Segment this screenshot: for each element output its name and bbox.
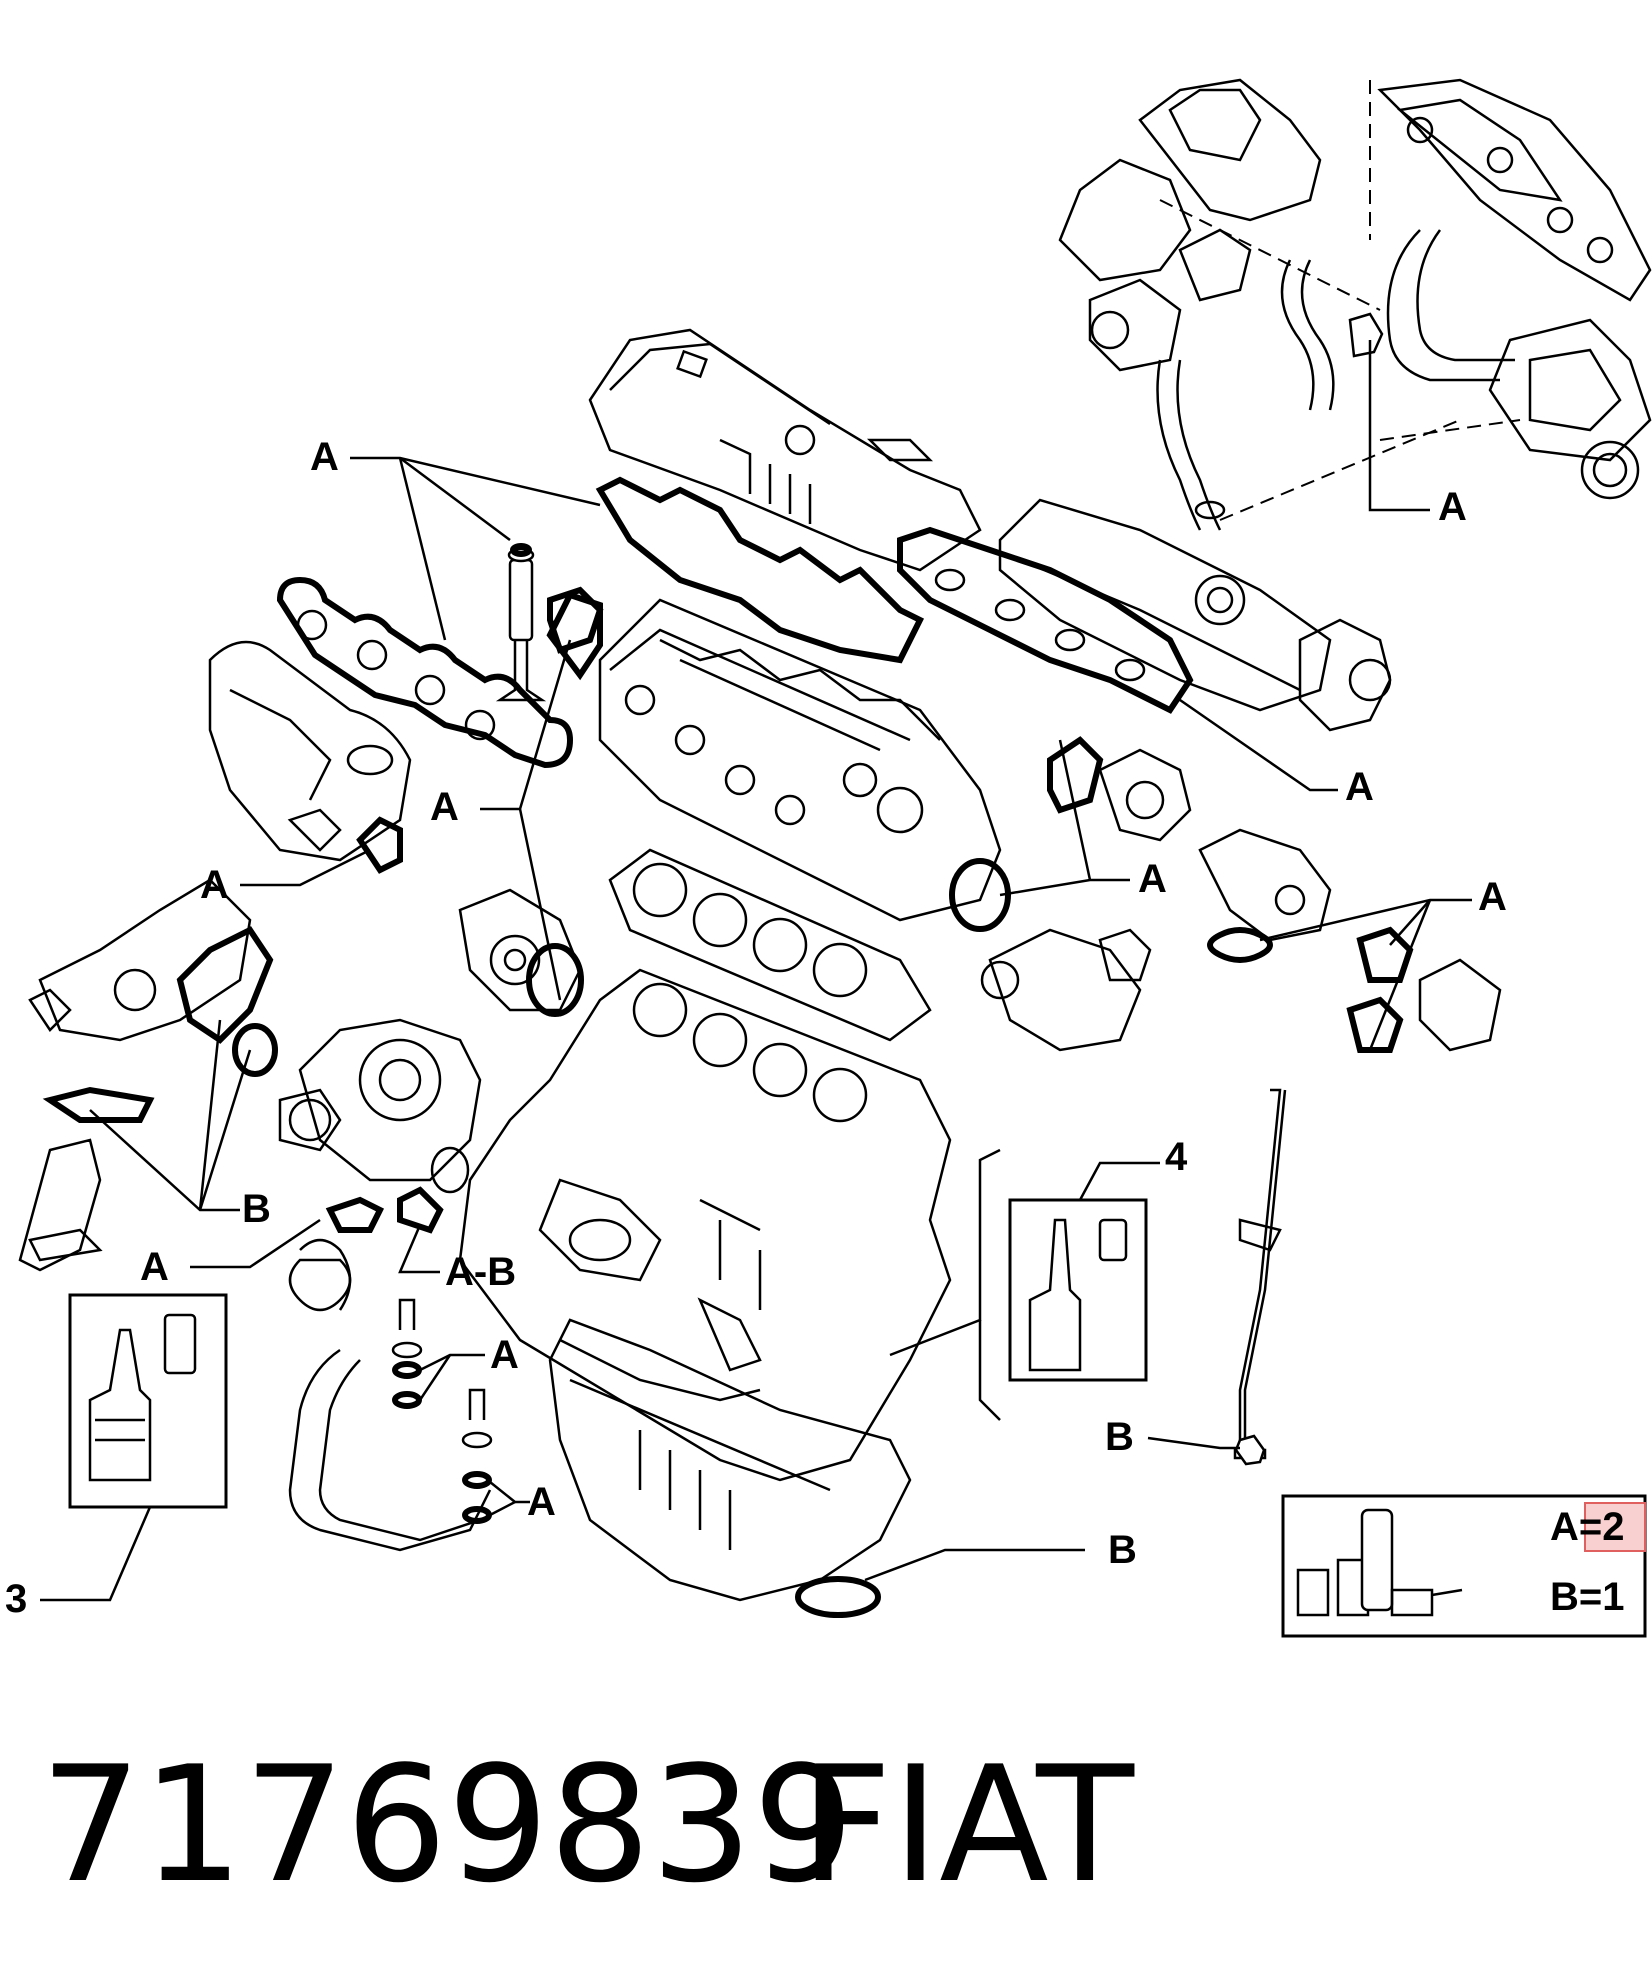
part-number: 71769839 [40, 1731, 854, 1918]
legend-a: A=2 [1550, 1505, 1625, 1549]
engine-block-drawing [458, 968, 952, 1482]
egr-valve-drawing: A [1198, 828, 1507, 1053]
exhaust-manifold-drawing [208, 543, 604, 862]
dipstick-drawing: B [1105, 1088, 1287, 1466]
callout-b-sump-ring: B [1108, 1528, 1137, 1572]
quantity-legend: A=2 B=1 [1281, 1494, 1647, 1638]
callout-a-right-group: A [1478, 875, 1507, 919]
callout-b-drain-plug: B [1105, 1415, 1134, 1459]
callout-a-turbo: A [140, 1245, 169, 1289]
head-gasket-drawing [608, 848, 932, 1042]
callout-a-egr: A [1438, 485, 1467, 529]
callout-b-left: B [242, 1187, 271, 1231]
item-3-label: 3 [5, 1577, 27, 1621]
turbocharger-drawing: A A-B [140, 1018, 516, 1312]
callout-a-cover: A [310, 435, 339, 479]
sealant-box-3: 3 [5, 1293, 228, 1621]
callout-a-middle-left: A [430, 785, 459, 829]
egr-subassembly-drawing: A [1058, 78, 1652, 531]
callout-a-oil-pipe-lower: A [527, 1480, 556, 1524]
item-4-label: 4 [1165, 1135, 1188, 1179]
intake-manifold-drawing: A [897, 498, 1392, 809]
cam-cover-drawing: A [310, 328, 982, 664]
legend-b: B=1 [1550, 1575, 1625, 1619]
oil-sump-drawing: A A B [288, 1298, 1137, 1618]
legend-highlight [1584, 1502, 1646, 1552]
thermostat-housing-drawing: A [949, 736, 1192, 1052]
callout-a-intake: A [1345, 765, 1374, 809]
callout-a-oil-pipe-upper: A [490, 1333, 519, 1377]
sealant-box-4: 4 [889, 1135, 1188, 1421]
cylinder-head-drawing: A [430, 591, 1002, 1001]
callout-a-thermostat: A [1138, 857, 1167, 901]
oil-pump-drawing: B [18, 878, 278, 1272]
water-pump-drawing: A [200, 816, 584, 1017]
brand-name: FIAT [800, 1731, 1135, 1918]
